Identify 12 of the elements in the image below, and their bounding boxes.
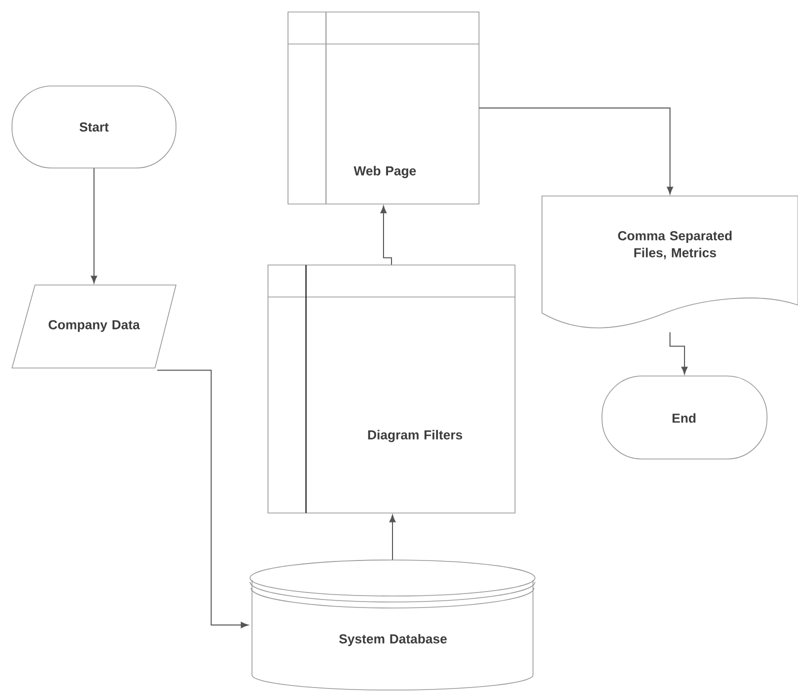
window-box: Web Page (288, 12, 480, 204)
terminal-box: Start (12, 86, 176, 168)
arrow (380, 206, 392, 266)
arrow (156, 370, 248, 628)
node-label: System Database (339, 634, 447, 646)
window-box: Diagram Filters (268, 264, 516, 514)
database-cylinder: System Database (250, 560, 536, 690)
arrow (389, 514, 396, 560)
terminal-box: End (602, 376, 768, 460)
arrow (670, 332, 688, 374)
arrow (478, 108, 674, 194)
arrow (90, 168, 98, 284)
